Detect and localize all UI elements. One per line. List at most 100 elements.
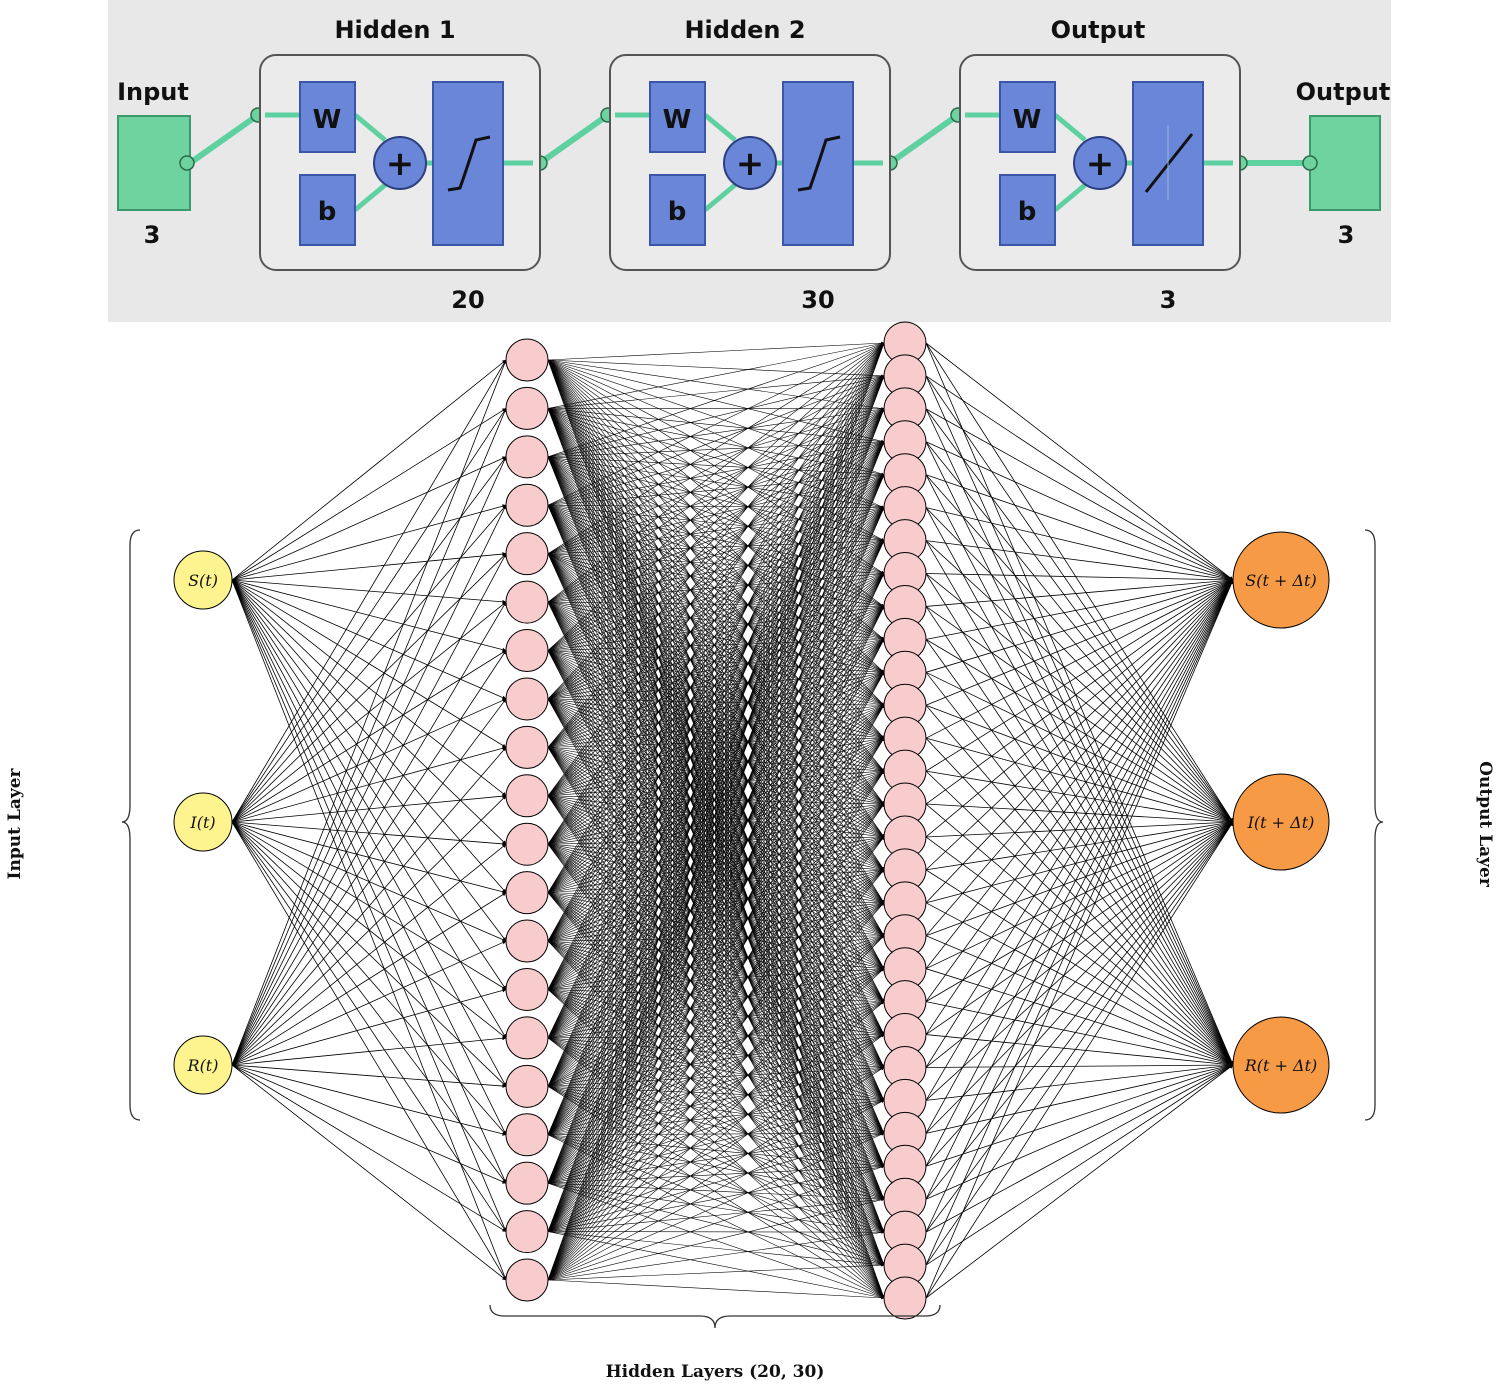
network-edge (547, 440, 885, 458)
network-edge (547, 507, 885, 942)
hidden-1-node (505, 1258, 549, 1302)
network-edge (547, 606, 885, 1039)
network-edge (547, 342, 885, 1281)
network-edge (547, 601, 885, 838)
network-edge (547, 1263, 885, 1281)
network-edge (547, 803, 885, 990)
network-edge (547, 892, 885, 905)
sum-junction-icon (373, 136, 427, 190)
hidden-1-node (505, 725, 549, 769)
network-edge (547, 441, 885, 942)
network-edge (231, 650, 507, 1066)
network-edge (547, 1197, 885, 1232)
network-edge (547, 672, 885, 1039)
network-edge (547, 342, 885, 1039)
network-edge (547, 474, 885, 1232)
network-edge (925, 408, 1234, 1066)
network-edge (547, 540, 885, 845)
network-edge (925, 821, 1234, 970)
network-edge (547, 1099, 885, 1232)
network-edge (547, 836, 885, 942)
network-edge (925, 820, 1234, 838)
network-edge (547, 639, 885, 942)
network-edge (547, 698, 885, 838)
network-edge (547, 795, 885, 839)
network-edge (547, 540, 885, 990)
network-edge (547, 869, 885, 1281)
network-edge (925, 342, 1234, 1066)
network-edge (547, 573, 885, 700)
network-edge (547, 504, 885, 510)
network-edge (547, 795, 885, 1035)
network-edge (547, 698, 885, 937)
hidden-layer-1-nodes (505, 338, 549, 1302)
network-edge (547, 704, 885, 942)
network-edge (547, 770, 885, 1232)
network-edge (547, 737, 885, 1184)
network-edge (547, 540, 885, 1135)
network-edge (547, 902, 885, 1184)
network-edge (925, 902, 1234, 1066)
network-edge (547, 601, 885, 805)
network-edge (547, 843, 885, 937)
network-edge (547, 704, 885, 893)
network-edge (547, 639, 885, 1039)
network-edge (547, 747, 885, 1035)
network-edge (925, 935, 1234, 1066)
hidden-1-node (505, 629, 549, 673)
network-edge (547, 540, 885, 942)
network-edge (925, 375, 1234, 1066)
network-edge (547, 507, 885, 1232)
network-edge (547, 836, 885, 1087)
network-edge (547, 989, 885, 1004)
network-edge (547, 601, 885, 608)
network-edge (925, 579, 1234, 1101)
network-edge (547, 456, 885, 477)
network-edge (231, 552, 507, 581)
network-edge (547, 359, 885, 378)
network-edge (925, 606, 1234, 823)
input-node-label: I(t) (189, 813, 215, 832)
network-edge (547, 540, 885, 1232)
network-edge (547, 1279, 885, 1300)
network-edge (547, 968, 885, 1281)
network-edge (925, 821, 1234, 1002)
network-edge (231, 795, 507, 1066)
bias-box (649, 174, 706, 246)
network-edge (547, 1034, 885, 1232)
network-edge (547, 606, 885, 845)
network-edge (547, 1033, 885, 1136)
network-edge (547, 650, 885, 871)
network-edge (925, 579, 1234, 1167)
network-edge (547, 650, 885, 1035)
network-edge (547, 1182, 885, 1266)
network-edge (547, 737, 885, 845)
network-edge (925, 821, 1234, 1233)
network-edge (547, 671, 885, 797)
network-edge (547, 375, 885, 1087)
output-layer-label: Output Layer (1475, 761, 1495, 888)
input-node-label: S(t) (188, 571, 218, 590)
network-edge (547, 1066, 885, 1184)
input-block (117, 115, 191, 211)
network-edge (547, 474, 885, 603)
network-edge (547, 1001, 885, 1136)
network-edge (547, 639, 885, 990)
network-edge (925, 441, 1234, 823)
network-edge (231, 1064, 507, 1184)
network-edge (925, 441, 1234, 581)
network-edge (547, 705, 885, 1135)
network-edge (547, 375, 885, 554)
network-edge (547, 803, 885, 942)
network-edge (547, 698, 885, 871)
network-edge (547, 836, 885, 1281)
layer-title: Hidden 2 (684, 16, 805, 44)
network-edge (547, 407, 885, 458)
network-edge (547, 441, 885, 1039)
network-edge (547, 671, 885, 748)
layer-neurons: 30 (801, 286, 834, 314)
network-edge (231, 1036, 507, 1066)
network-edge (547, 704, 885, 748)
network-edge (547, 606, 885, 748)
network-edge (925, 821, 1234, 1101)
